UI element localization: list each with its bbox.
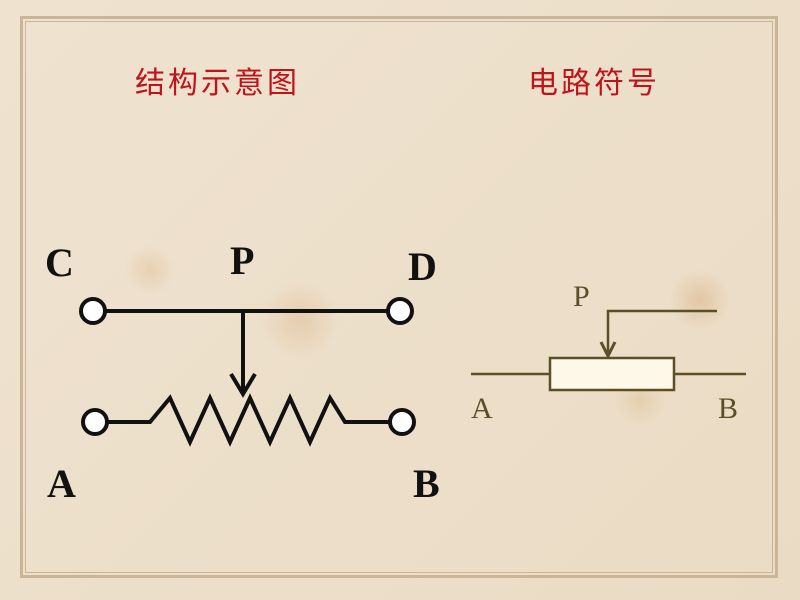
symbol-label-p: P — [573, 280, 590, 313]
circuit-symbol — [471, 309, 746, 392]
wiper-arrow-icon — [599, 341, 617, 360]
label-p: P — [230, 238, 254, 283]
symbol-label-a: A — [471, 392, 493, 425]
resistance-wire — [107, 393, 390, 447]
wiper-line — [606, 309, 717, 356]
symbol-label-b: B — [718, 392, 738, 425]
resistor-body — [548, 356, 676, 392]
label-c: C — [45, 240, 74, 285]
slide-frame-inner — [25, 21, 773, 573]
label-b: B — [413, 461, 440, 506]
circuit-symbol-title: 电路符号 — [528, 66, 660, 101]
label-a: A — [47, 461, 76, 506]
slider-arrow-icon — [229, 372, 257, 398]
terminal-c — [79, 297, 107, 325]
structure-diagram — [79, 297, 416, 447]
label-d: D — [408, 244, 437, 289]
terminal-b — [388, 408, 416, 436]
structure-diagram-title: 结构示意图 — [135, 66, 300, 101]
slide-frame — [20, 16, 778, 578]
terminal-d — [386, 297, 414, 325]
terminal-a — [81, 408, 109, 436]
